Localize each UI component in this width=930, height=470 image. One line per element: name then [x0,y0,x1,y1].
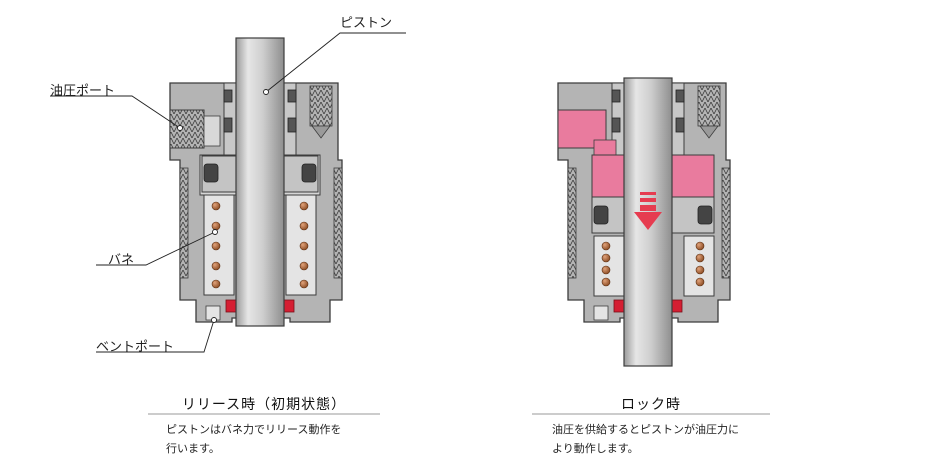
lock-state-diagram [557,77,731,367]
description-line: ピストンはバネ力でリリース動作を [166,423,342,436]
upper-seal-right [675,89,685,103]
vent-screw-tip [311,125,331,139]
description-line: 行います。 [166,442,220,455]
release-state-diagram [50,32,406,353]
lock-state-title: ロック時 [621,397,681,413]
bottom-seal-right [283,299,295,313]
spring-coils-left [211,201,221,289]
description-line: より動作します。 [552,442,639,455]
upper-seal-left [611,89,621,103]
piston-seal-left [593,205,609,225]
piston-seal-right [301,163,317,183]
mid-seal-left [223,117,233,133]
description-line: 油圧を供給するとピストンが油圧力に [552,423,739,436]
spring-coils-right [299,201,309,289]
oil-port-label: 油圧ポート [50,84,116,99]
vent-screw-tip [699,125,719,139]
external-thread-left [179,167,189,279]
vent-port-bottom [593,305,609,321]
vent-screw-top [309,85,333,127]
mid-seal-right [675,117,685,133]
piston-seal-left [203,163,219,183]
bottom-seal-right [671,299,683,313]
mid-seal-right [287,117,297,133]
piston-label: ピストン [340,16,393,31]
down-arrow-icon [634,192,662,230]
external-thread-right [721,167,731,279]
oil-port-hole [169,109,205,149]
leader-lines-left [50,32,406,353]
bottom-seal-left [225,299,237,313]
mid-seal-left [611,117,621,133]
release-state-title: リリース時（初期状態） [181,397,347,413]
spring-label: バネ [108,253,135,268]
piston-seal-right [697,205,713,225]
spring-coils-left [601,241,611,287]
bottom-seal-left [613,299,625,313]
external-thread-left [567,167,577,279]
spring-coils-right [695,241,705,287]
external-thread-right [333,167,343,279]
upper-seal-right [287,89,297,103]
upper-seal-left [223,89,233,103]
release-state-description: ピストンはバネ力でリリース動作を 行います。 [166,420,341,458]
vent-screw-top [697,85,721,127]
lock-state-description: 油圧を供給するとピストンが油圧力に より動作します。 [552,420,739,458]
oil-port-passage [203,115,221,147]
piston-rod [235,37,285,327]
vent-port-label: ベントポート [96,340,175,355]
